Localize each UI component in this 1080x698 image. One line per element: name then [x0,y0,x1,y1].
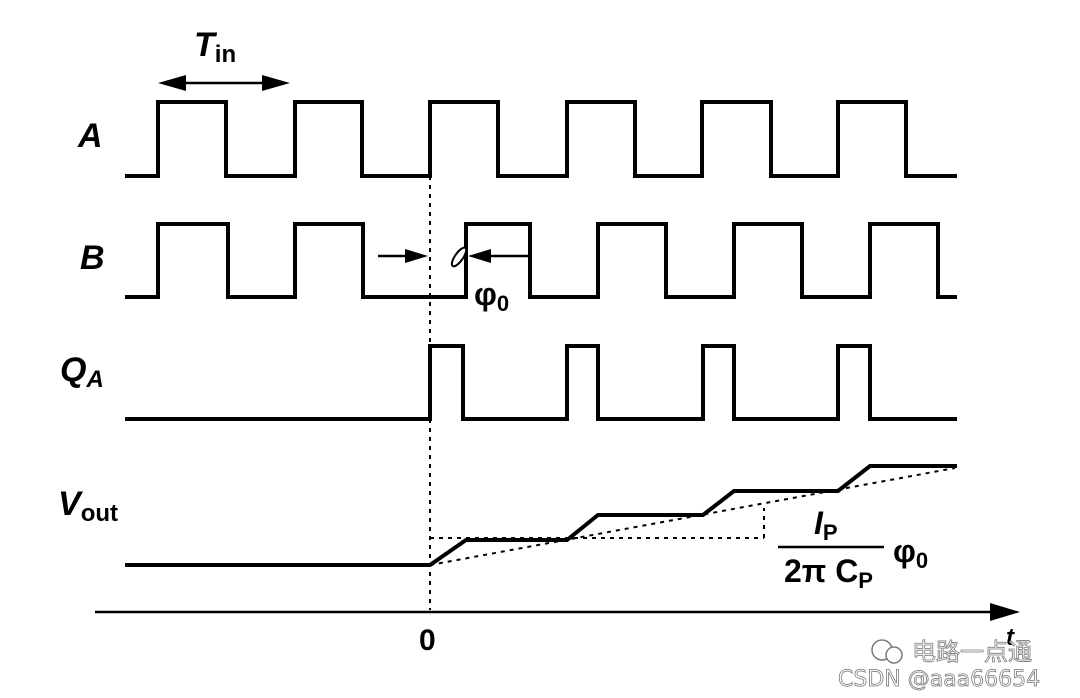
period-arrow-right-head [262,75,290,91]
time-origin-label: 0 [419,624,436,657]
waveform-qa [125,344,957,421]
cursor-marker-icon [450,246,468,268]
watermark-brand: 电路一点通 [912,638,1032,666]
time-axis-label: t [1006,624,1015,651]
phase-offset-label: φ0 [474,276,509,316]
waveform-vout [125,464,957,567]
watermark-credit: CSDN @aaa66654 [838,667,1040,692]
fraction-numerator: IP [814,505,838,545]
fraction-phase: φ0 [893,533,928,573]
watermark: 电路一点通 CSDN @aaa66654 [838,638,1041,693]
time-axis-arrowhead [990,603,1020,621]
fraction-denominator: 2π CP [784,553,873,593]
period-label: Tin [194,26,236,68]
vout-average-slope-line [429,467,956,566]
waveform-a [125,100,957,178]
signal-qa-label: QA [60,351,104,393]
signal-b-label: B [80,239,105,277]
waveform-b [125,222,957,299]
signal-vout-label: Vout [58,485,118,527]
period-arrow-left-head [158,75,186,91]
signal-a-label: A [77,117,103,155]
phase-arrow-right-head [468,249,491,263]
phase-arrow-left-head [405,249,428,263]
